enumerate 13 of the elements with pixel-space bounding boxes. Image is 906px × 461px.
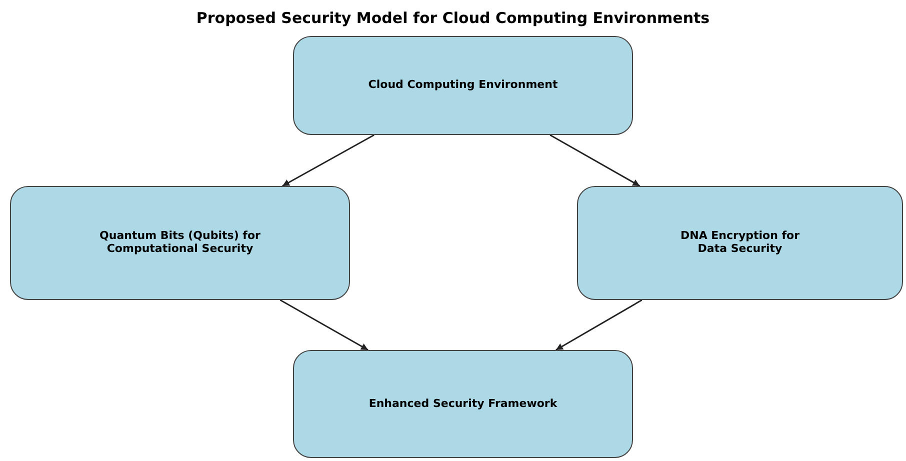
process-box xyxy=(293,350,633,458)
process-box xyxy=(577,186,903,300)
arrow xyxy=(550,134,640,187)
box-label: Quantum Bits (Qubits) for Computational Security xyxy=(98,230,262,256)
box-label: DNA Encryption for Data Security xyxy=(679,230,801,256)
arrow xyxy=(556,299,642,351)
process-box xyxy=(293,36,633,135)
arrow xyxy=(282,134,374,187)
box-label: Cloud Computing Environment xyxy=(368,79,558,92)
arrow xyxy=(280,299,368,351)
box-label: Enhanced Security Framework xyxy=(368,398,558,410)
process-box xyxy=(10,186,350,300)
diagram-title: Proposed Security Model for Cloud Computing Environments xyxy=(195,9,711,27)
